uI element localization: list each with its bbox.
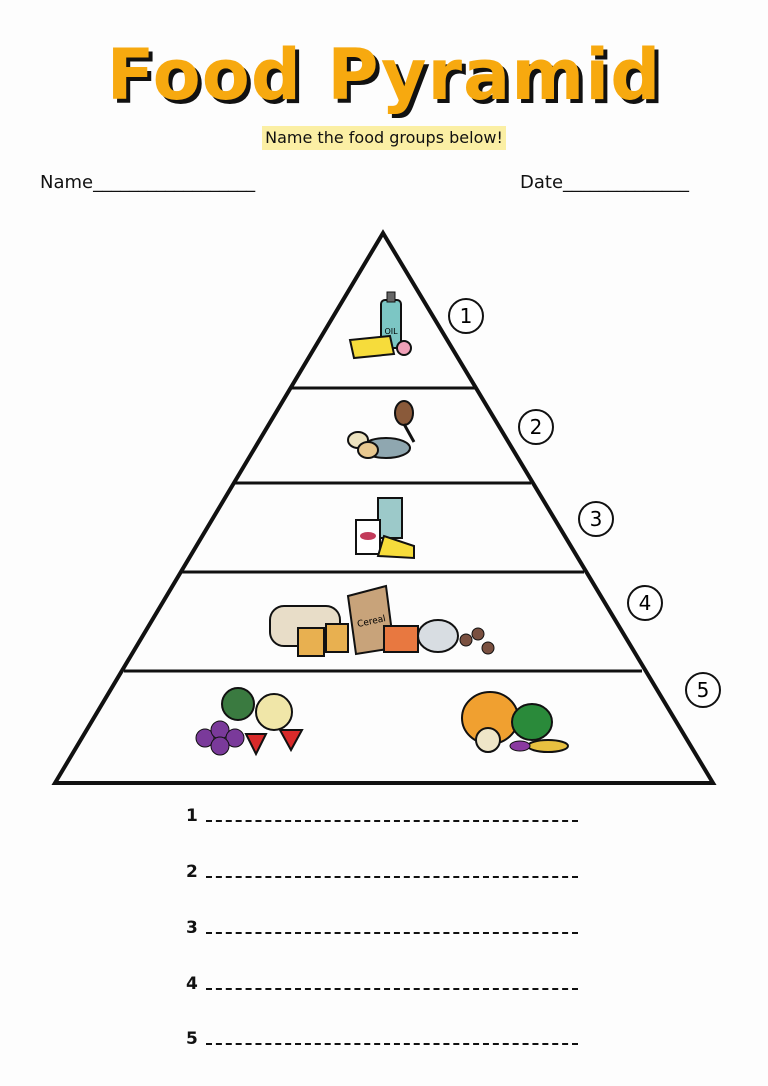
- answer-line-4[interactable]: 4: [186, 974, 578, 994]
- svg-text:2: 2: [530, 415, 543, 439]
- oil-butter-candy-icon: OIL: [348, 291, 412, 360]
- level-number-3: 3: [578, 501, 614, 537]
- answer-number: 1: [186, 806, 198, 826]
- pyramid-outline: [51, 229, 717, 785]
- bread-cereal-pasta-rice-icon: Cereal: [269, 584, 495, 657]
- answer-number: 5: [186, 1029, 198, 1049]
- name-field[interactable]: Name__________________: [40, 172, 256, 193]
- level-number-2: 2: [518, 409, 554, 445]
- answer-line-5[interactable]: 5: [186, 1029, 578, 1049]
- svg-text:4: 4: [639, 591, 652, 615]
- oil-label: OIL: [384, 327, 398, 336]
- answer-blank[interactable]: [206, 876, 578, 878]
- answer-number: 4: [186, 974, 198, 994]
- answer-blank[interactable]: [206, 1043, 578, 1045]
- vegetables-icon: [461, 691, 569, 753]
- answer-line-3[interactable]: 3: [186, 918, 578, 938]
- date-field[interactable]: Date______________: [520, 172, 690, 193]
- answer-blank[interactable]: [206, 988, 578, 990]
- subtitle: Name the food groups below!: [262, 126, 506, 150]
- level-number-4: 4: [627, 585, 663, 621]
- fruits-icon: [195, 687, 304, 757]
- svg-text:3: 3: [590, 507, 603, 531]
- meat-fish-eggs-icon: [347, 400, 416, 459]
- level-number-1: 1: [448, 298, 484, 334]
- svg-text:1: 1: [460, 304, 473, 328]
- milk-yogurt-cheese-icon: [355, 497, 415, 560]
- svg-text:5: 5: [697, 678, 710, 702]
- answer-blank[interactable]: [206, 932, 578, 934]
- answer-number: 3: [186, 918, 198, 938]
- answer-number: 2: [186, 862, 198, 882]
- answer-line-2[interactable]: 2: [186, 862, 578, 882]
- level-number-5: 5: [685, 672, 721, 708]
- answer-blank[interactable]: [206, 820, 578, 822]
- answer-line-1[interactable]: 1: [186, 806, 578, 826]
- page-title: Food Pyramid: [106, 34, 662, 116]
